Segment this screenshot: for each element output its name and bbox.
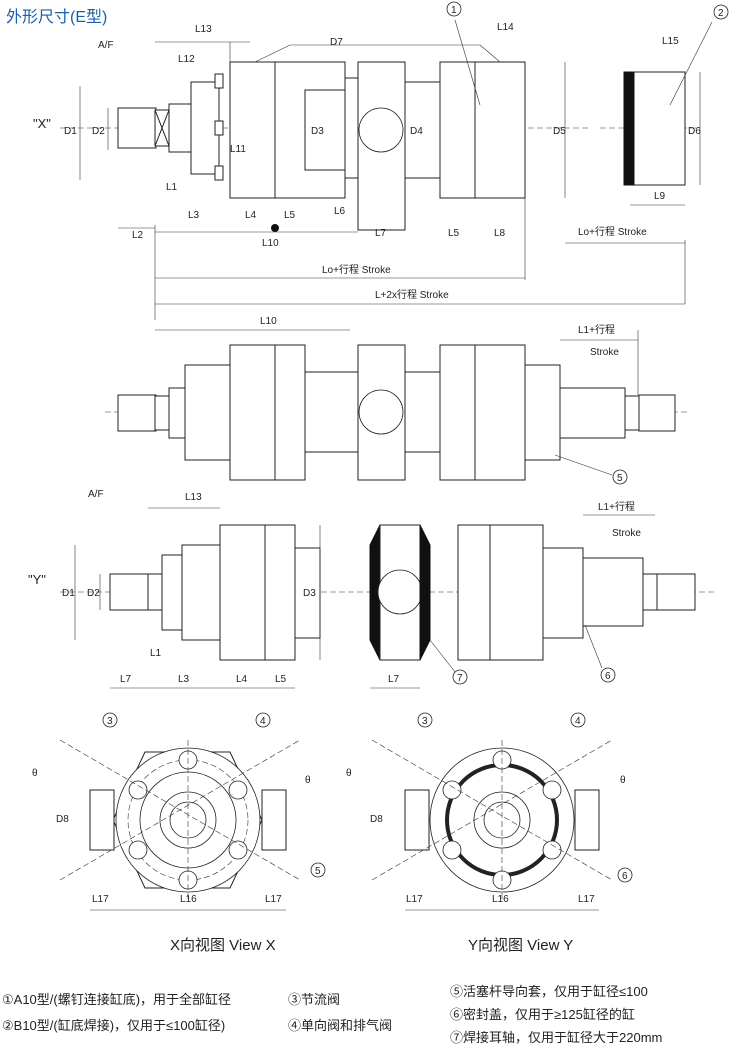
legend-item: ③节流阀 — [288, 992, 340, 1007]
label-d7: D7 — [330, 37, 343, 48]
label-af: A/F — [88, 489, 104, 500]
label-d4: D4 — [410, 126, 423, 137]
label-l11: L11 — [230, 144, 246, 155]
label-l2: L2 — [132, 230, 144, 241]
label-y: "Y" — [28, 572, 46, 587]
label-l2x-stroke: L+2x行程 Stroke — [375, 288, 449, 301]
view-y: 3 4 6 θ θ D8 L17 L16 L17 Y向视图 View Y — [346, 712, 633, 954]
label-l15: L15 — [662, 36, 679, 47]
label-l3: L3 — [188, 210, 200, 221]
label-l1-stroke: L1+行程 — [598, 500, 635, 513]
callout-2: 2 — [718, 8, 724, 19]
callout-6: 6 — [622, 871, 628, 882]
label-d2: D2 — [87, 588, 100, 599]
label-d8: D8 — [56, 814, 69, 825]
label-l3: L3 — [178, 674, 190, 685]
label-l16: L16 — [180, 894, 197, 905]
trunnion-side-view: A/F L13 L1+行程 Stroke "Y" D1 D2 D3 L1 L7 … — [28, 489, 715, 689]
callout-4: 4 — [260, 716, 266, 727]
label-l4: L4 — [236, 674, 248, 685]
label-l10: L10 — [260, 316, 277, 327]
label-d8: D8 — [370, 814, 383, 825]
callout-3: 3 — [107, 716, 113, 727]
label-l17: L17 — [92, 894, 109, 905]
label-l1: L1 — [166, 182, 178, 193]
legend-item: ⑦焊接耳轴，仅用于缸径大于220mm — [450, 1030, 662, 1045]
label-l4: L4 — [245, 210, 257, 221]
label-l5: L5 — [284, 210, 296, 221]
callout-7: 7 — [457, 673, 463, 684]
label-l12: L12 — [178, 54, 195, 65]
cap-block — [439, 61, 526, 199]
label-d3: D3 — [303, 588, 316, 599]
label-l13: L13 — [185, 492, 202, 503]
callout-1: 1 — [451, 5, 457, 16]
label-stroke: Stroke — [590, 347, 619, 358]
caption-view-x: X向视图 View X — [170, 937, 276, 954]
label-d3: D3 — [311, 126, 324, 137]
legend: ①A10型/(螺钉连接缸底)，用于全部缸径 ②B10型/(缸底焊接)，仅用于≤1… — [2, 984, 662, 1045]
label-d2: D2 — [92, 126, 105, 137]
label-l6: L6 — [334, 206, 346, 217]
label-l8: L8 — [494, 228, 506, 239]
label-theta: θ — [305, 775, 311, 786]
label-lo-stroke-right: Lo+行程 Stroke — [578, 225, 647, 238]
view-x: 3 4 5 θ θ D8 L17 L16 L17 X向视图 View X — [32, 712, 326, 954]
legend-item: ①A10型/(螺钉连接缸底)，用于全部缸径 — [2, 992, 231, 1007]
label-l1-stroke: L1+行程 — [578, 323, 615, 336]
label-d1: D1 — [64, 126, 77, 137]
label-x: "X" — [33, 116, 51, 131]
callout-5: 5 — [617, 473, 623, 484]
double-rod-view: L10 L1+行程 Stroke 5 — [105, 316, 690, 485]
head-flange — [190, 81, 220, 175]
label-af: A/F — [98, 40, 114, 51]
label-l17: L17 — [578, 894, 595, 905]
label-l7: L7 — [120, 674, 132, 685]
label-l7: L7 — [375, 228, 387, 239]
label-d6: D6 — [688, 126, 701, 137]
label-l13: L13 — [195, 24, 212, 35]
section-title: 外形尺寸(E型) — [6, 8, 107, 26]
label-l17: L17 — [406, 894, 423, 905]
label-theta: θ — [620, 775, 626, 786]
legend-item: ⑤活塞杆导向套，仅用于缸径≤100 — [450, 984, 648, 999]
legend-item: ④单向阀和排气阀 — [288, 1018, 392, 1033]
piston-rod-end — [117, 107, 157, 149]
label-l9: L9 — [654, 191, 666, 202]
top-side-view: A/F L13 L12 D7 1 L14 2 L15 "X" D1 D2 D3 … — [33, 1, 729, 320]
label-l16: L16 — [492, 894, 509, 905]
label-l5: L5 — [275, 674, 287, 685]
label-l17: L17 — [265, 894, 282, 905]
label-l1: L1 — [150, 648, 162, 659]
label-d1: D1 — [62, 588, 75, 599]
label-lo-stroke: Lo+行程 Stroke — [322, 263, 391, 276]
label-l5b: L5 — [448, 228, 460, 239]
label-l14: L14 — [497, 22, 514, 33]
callout-4: 4 — [575, 716, 581, 727]
label-theta: θ — [32, 768, 38, 779]
welded-cap — [629, 71, 686, 186]
callout-5: 5 — [315, 866, 321, 877]
legend-item: ②B10型/(缸底焊接)，仅用于≤100缸径) — [2, 1018, 225, 1033]
callout-6: 6 — [605, 671, 611, 682]
caption-view-y: Y向视图 View Y — [468, 937, 573, 954]
label-l7b: L7 — [388, 674, 400, 685]
label-l10: L10 — [262, 238, 279, 249]
callout-3: 3 — [422, 716, 428, 727]
label-d5: D5 — [553, 126, 566, 137]
label-theta: θ — [346, 768, 352, 779]
label-stroke: Stroke — [612, 528, 641, 539]
legend-item: ⑥密封盖，仅用于≥125缸径的缸 — [450, 1007, 635, 1022]
